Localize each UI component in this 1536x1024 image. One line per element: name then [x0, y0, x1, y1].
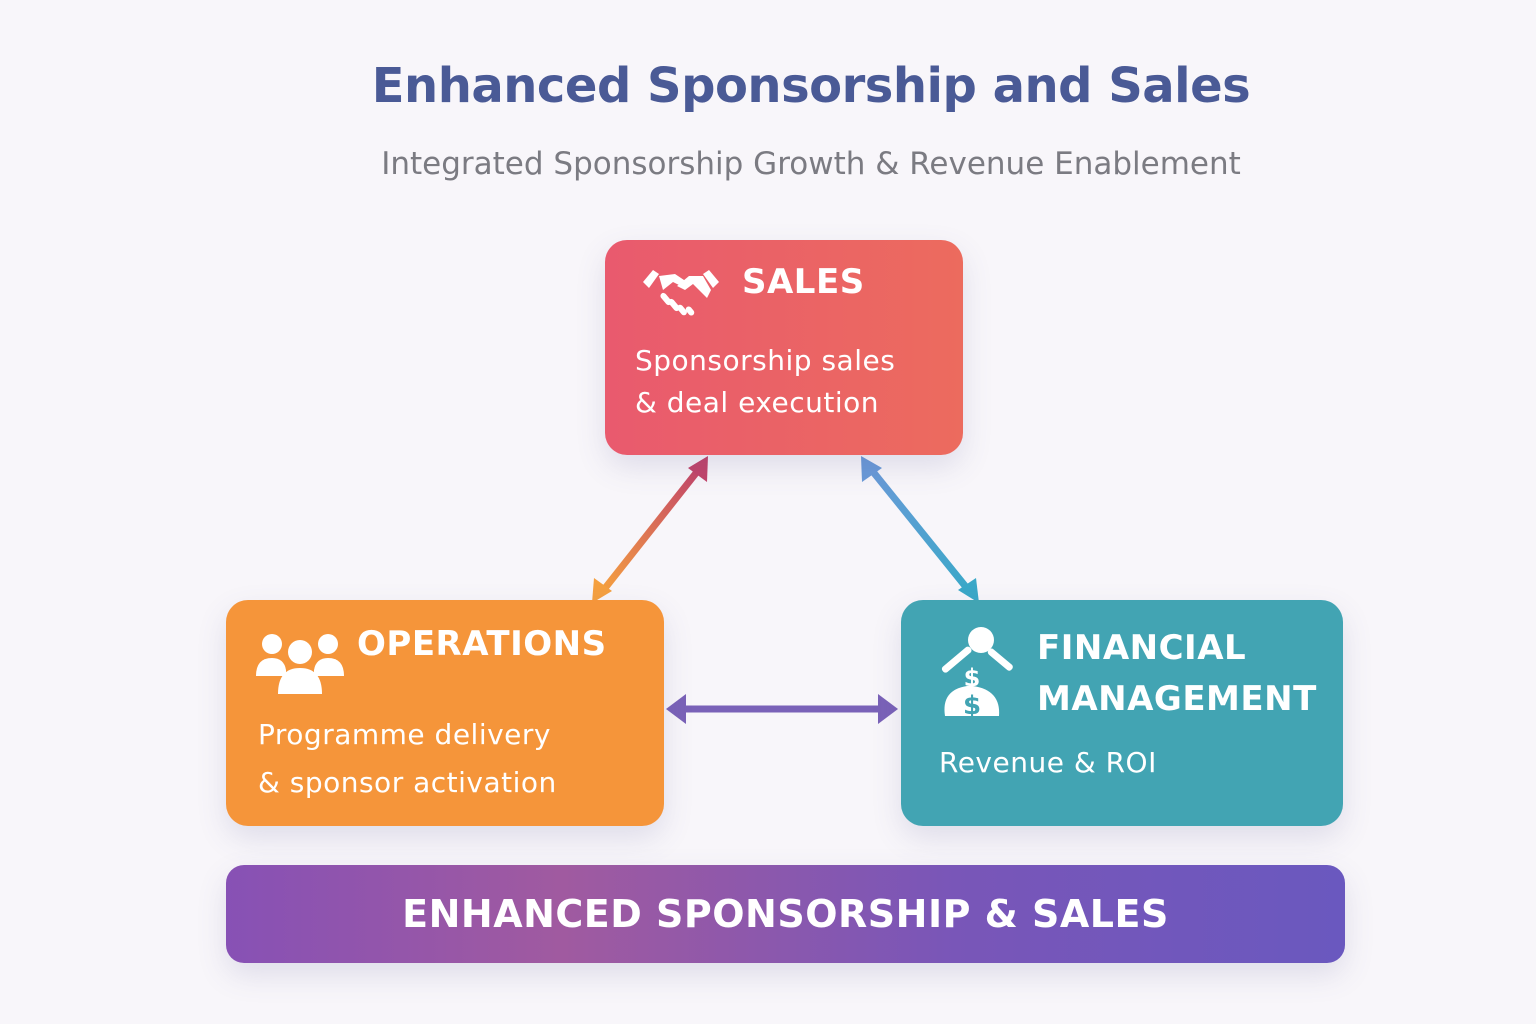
financial-desc: Revenue & ROI [939, 746, 1157, 779]
people-group-icon [256, 634, 344, 694]
handshake-icon [643, 270, 719, 316]
financial-title-line2: MANAGEMENT [1037, 679, 1317, 719]
svg-text:$: $ [963, 691, 981, 720]
page-title: Enhanced Sponsorship and Sales [371, 58, 1251, 114]
sales-title: SALES [742, 262, 865, 302]
operations-desc-line2: & sponsor activation [258, 766, 557, 799]
sales-desc-line1: Sponsorship sales [635, 344, 896, 377]
sales-desc-line2: & deal execution [635, 386, 880, 419]
arrow-sales-financial [861, 456, 979, 603]
operations-title: OPERATIONS [357, 624, 607, 664]
operations-desc-line1: Programme delivery [258, 718, 551, 751]
arrow-sales-operations [592, 456, 708, 603]
financial-management-node: $ $ FINANCIAL MANAGEMENT Revenue & ROI [901, 600, 1343, 826]
footer-label: ENHANCED SPONSORSHIP & SALES [402, 892, 1169, 936]
operations-node: OPERATIONS Programme delivery & sponsor … [226, 600, 664, 826]
financial-title-line1: FINANCIAL [1037, 628, 1247, 668]
footer-banner: ENHANCED SPONSORSHIP & SALES [226, 865, 1345, 963]
svg-text:$: $ [964, 664, 981, 692]
page-subtitle: Integrated Sponsorship Growth & Revenue … [381, 146, 1241, 182]
magnifier-money-bag-icon: $ $ [941, 627, 1013, 720]
sales-node: SALES Sponsorship sales & deal execution [605, 240, 963, 455]
arrow-operations-financial [666, 694, 898, 724]
